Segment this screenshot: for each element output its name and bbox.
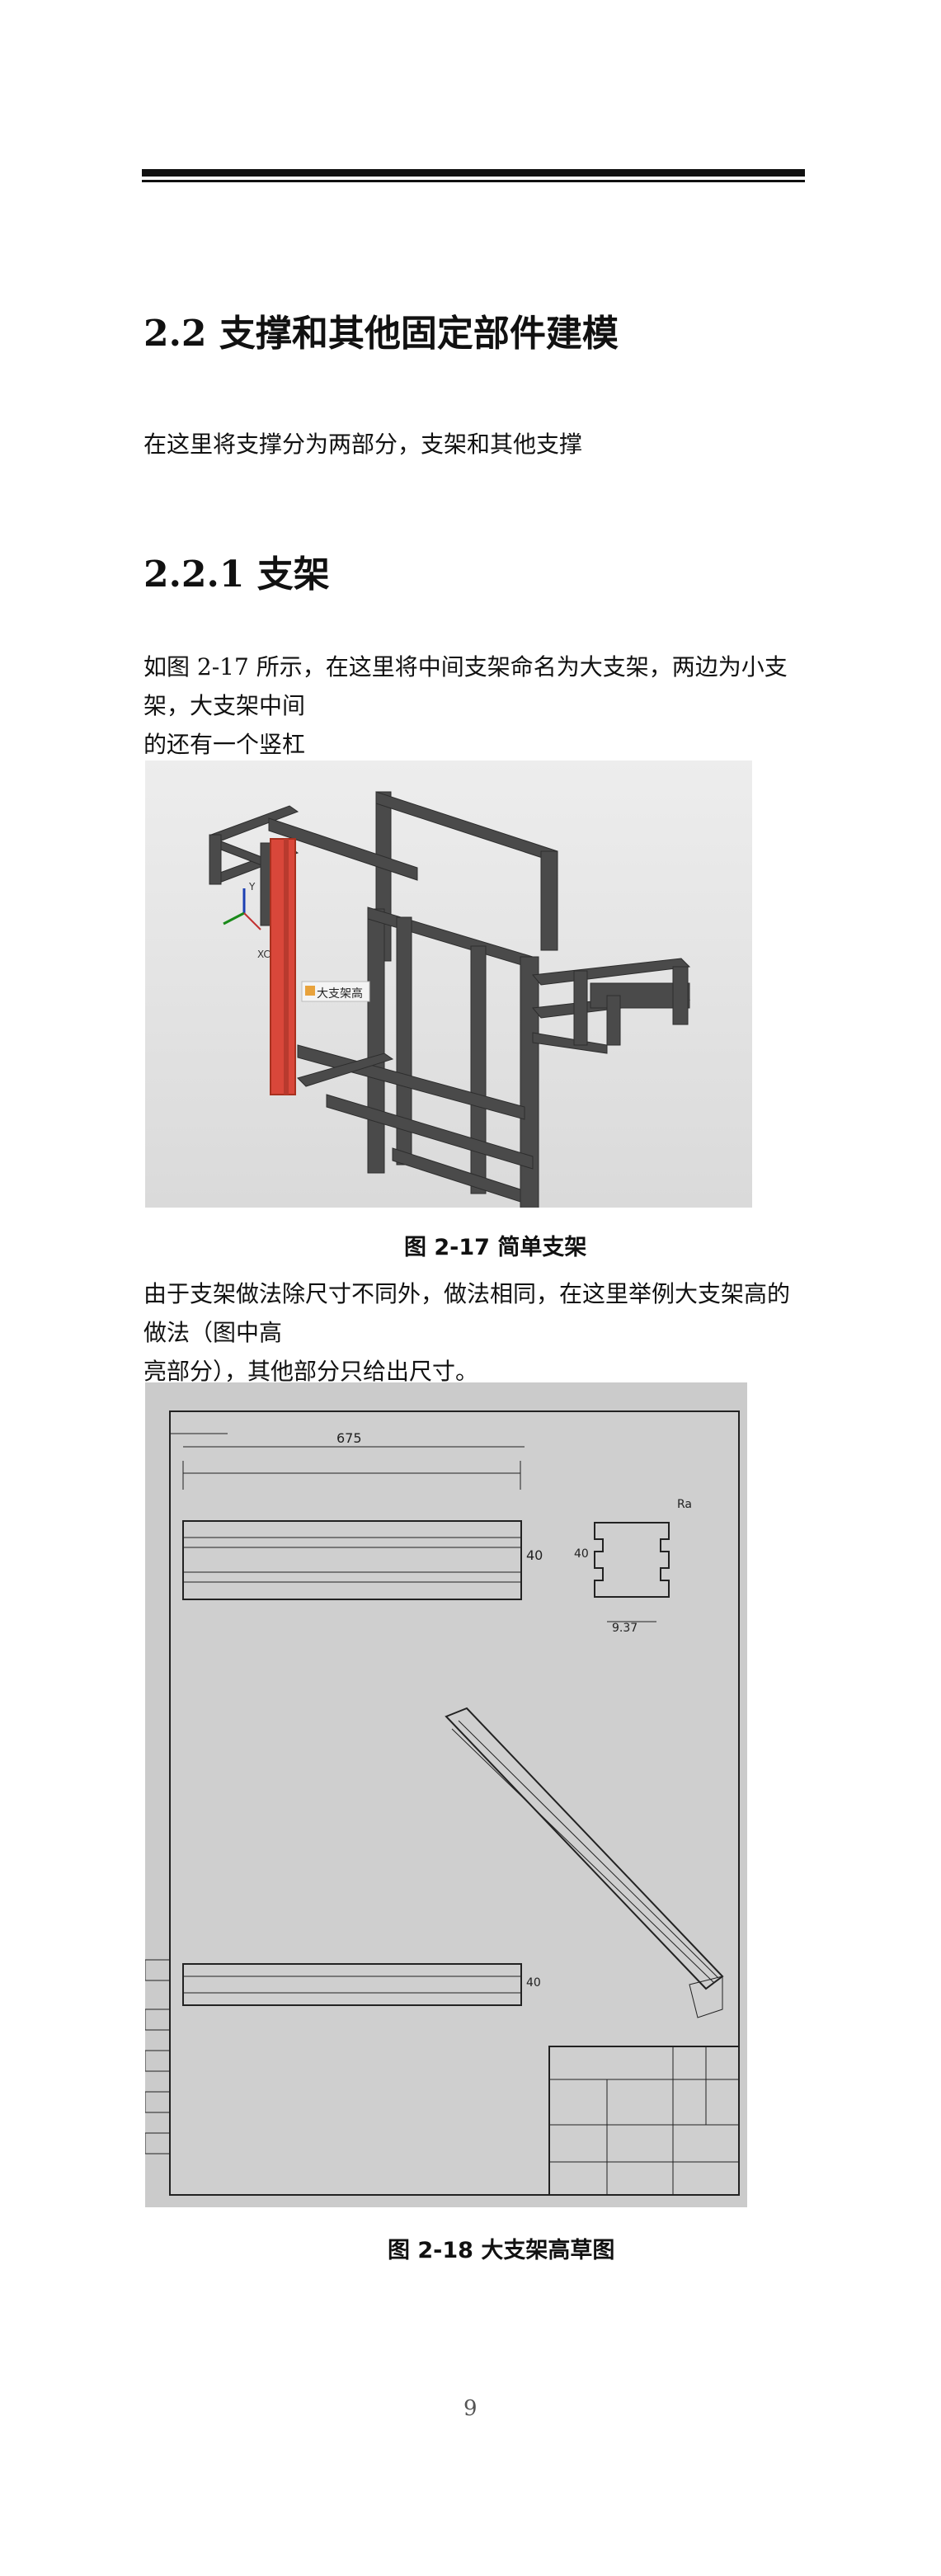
- paragraph-line: 的还有一个竖杠: [144, 731, 306, 758]
- paragraph-2: 由于支架做法除尺寸不同外，做法相同，在这里举例大支架高的做法（图中高 亮部分），…: [144, 1274, 803, 1391]
- roughness-symbol: Ra: [677, 1498, 692, 1511]
- subsection-heading: 2.2.1 支架: [144, 553, 330, 596]
- header-rule-thin: [142, 180, 805, 182]
- member-tag-label: 大支架高: [317, 987, 363, 1001]
- dim-profile-w: 40: [574, 1547, 589, 1561]
- paragraph-line: 由于支架做法除尺寸不同外，做法相同，在这里举例大支架高的做法（图中高: [144, 1280, 791, 1346]
- dim-height: 40: [526, 1547, 543, 1563]
- section-heading: 2.2 支撑和其他固定部件建模: [144, 313, 619, 355]
- dim-profile-h: 9.37: [612, 1622, 638, 1635]
- figure-caption: 图 2-18 大支架高草图: [388, 2238, 615, 2263]
- page-number: 9: [463, 2396, 478, 2421]
- drawing-sheet: [145, 1410, 740, 2196]
- paragraph-line: 亮部分），其他部分只给出尺寸。: [144, 1358, 479, 1385]
- axis-y-label: Y: [249, 881, 256, 892]
- paragraph-line: 如图 2-17 所示，在这里将中间支架命名为大支架，两边为小支架，大支架中间: [144, 653, 788, 719]
- dim-side: 40: [526, 1976, 541, 1990]
- header-rule-thick: [142, 169, 805, 177]
- subsection-paragraph: 如图 2-17 所示，在这里将中间支架命名为大支架，两边为小支架，大支架中间 的…: [144, 648, 803, 764]
- figure-caption: 图 2-17 简单支架: [404, 1235, 587, 1260]
- frame-render: [209, 791, 691, 1208]
- figure-simple-frame: Y XC 大支架高: [145, 761, 752, 1208]
- figure-drawing-sheet: 675 40 40 9.37 Ra 40: [145, 1382, 747, 2207]
- section-intro: 在这里将支撑分为两部分，支架和其他支撑: [144, 431, 583, 458]
- axis-xc-label: XC: [257, 949, 271, 960]
- highlighted-member: [270, 838, 296, 1095]
- dim-length: 675: [336, 1430, 362, 1446]
